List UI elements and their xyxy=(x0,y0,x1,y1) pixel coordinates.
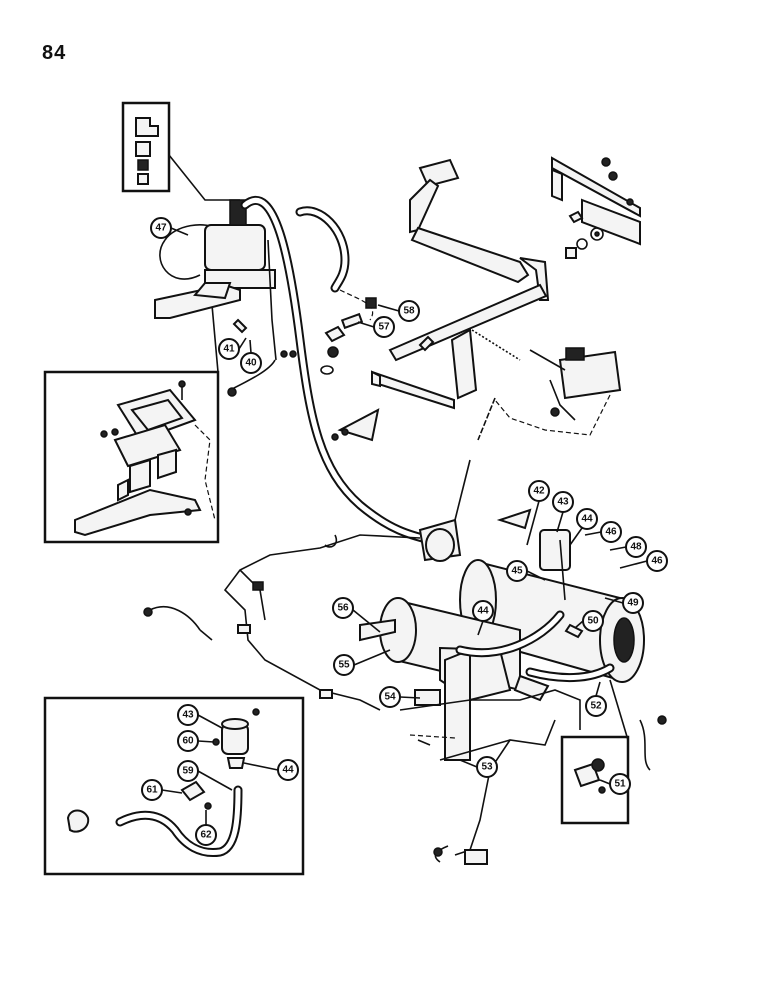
svg-text:61: 61 xyxy=(146,785,158,796)
inset-reservoir-box xyxy=(43,696,305,876)
page-number: 84 xyxy=(42,42,67,64)
callout-44-second: 44 xyxy=(472,600,494,622)
fittings-57-58 xyxy=(320,289,377,375)
svg-text:49: 49 xyxy=(627,598,639,609)
svg-text:59: 59 xyxy=(182,766,194,777)
svg-text:58: 58 xyxy=(403,306,415,317)
callout-leaders xyxy=(161,227,648,825)
callout-61: 61 xyxy=(141,779,163,801)
reservoir-exploded xyxy=(66,708,260,858)
callout-45: 45 xyxy=(506,560,528,582)
pedal-mount-exploded xyxy=(74,380,216,537)
fittings-group xyxy=(135,117,159,185)
callout-44-inset: 44 xyxy=(277,759,299,781)
inset-leader-top xyxy=(168,154,240,201)
inset-leader-51 xyxy=(609,679,629,741)
svg-text:40: 40 xyxy=(245,358,257,369)
callout-56: 56 xyxy=(332,597,354,619)
callout-59: 59 xyxy=(177,760,199,782)
svg-text:52: 52 xyxy=(590,701,602,712)
callout-55: 55 xyxy=(333,654,355,676)
callout-41: 41 xyxy=(218,338,240,360)
svg-text:45: 45 xyxy=(511,566,523,577)
callout-51: 51 xyxy=(609,773,631,795)
callout-40: 40 xyxy=(240,352,262,374)
svg-text:50: 50 xyxy=(587,616,599,627)
callout-53: 53 xyxy=(476,756,498,778)
callout-50: 50 xyxy=(582,610,604,632)
svg-text:62: 62 xyxy=(200,830,212,841)
callout-48: 48 xyxy=(625,536,647,558)
svg-text:44: 44 xyxy=(581,514,593,525)
svg-text:41: 41 xyxy=(223,344,235,355)
svg-text:43: 43 xyxy=(557,497,569,508)
callout-57: 57 xyxy=(373,316,395,338)
svg-text:47: 47 xyxy=(155,223,167,234)
svg-text:53: 53 xyxy=(481,762,493,773)
svg-text:46: 46 xyxy=(605,527,617,538)
svg-text:44: 44 xyxy=(282,765,294,776)
callout-47: 47 xyxy=(150,217,172,239)
callout-43-inset: 43 xyxy=(177,704,199,726)
callout-44: 44 xyxy=(576,508,598,530)
svg-text:54: 54 xyxy=(384,692,396,703)
brake-pedal-assembly xyxy=(331,156,641,442)
svg-text:44: 44 xyxy=(477,606,489,617)
svg-text:42: 42 xyxy=(533,486,545,497)
svg-text:55: 55 xyxy=(338,660,350,671)
callout-58: 58 xyxy=(398,300,420,322)
callout-46: 46 xyxy=(600,521,622,543)
svg-text:51: 51 xyxy=(614,779,626,790)
callout-49: 49 xyxy=(622,592,644,614)
svg-text:43: 43 xyxy=(182,710,194,721)
callout-52: 52 xyxy=(585,695,607,717)
fitting-51-exploded xyxy=(573,758,606,794)
callout-42: 42 xyxy=(528,480,550,502)
svg-text:56: 56 xyxy=(337,603,349,614)
callout-46-second: 46 xyxy=(646,550,668,572)
svg-text:48: 48 xyxy=(630,542,642,553)
svg-text:46: 46 xyxy=(651,556,663,567)
callout-62: 62 xyxy=(195,824,217,846)
callout-54: 54 xyxy=(379,686,401,708)
inset-leader-pedal xyxy=(211,304,219,373)
callout-60: 60 xyxy=(177,730,199,752)
secondary-hose xyxy=(295,206,350,293)
main-brake-hose xyxy=(240,195,435,545)
svg-text:57: 57 xyxy=(378,322,390,333)
brake-tubes xyxy=(143,534,667,865)
callout-labels: 47 41 40 58 57 42 43 44 46 45 48 46 49 5… xyxy=(141,217,668,846)
callout-43: 43 xyxy=(552,491,574,513)
svg-text:60: 60 xyxy=(182,736,194,747)
